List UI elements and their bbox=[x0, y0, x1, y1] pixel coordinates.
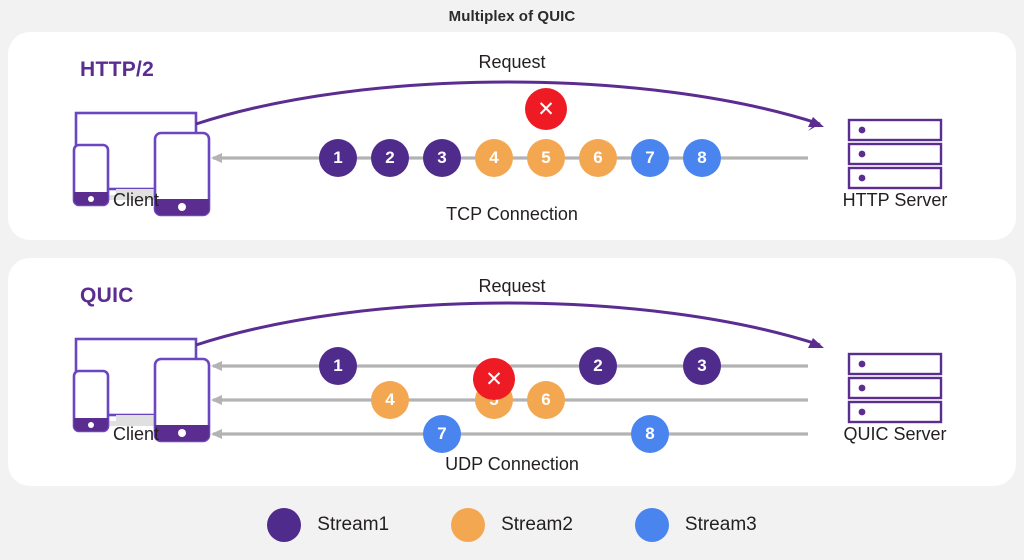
client-icon-quic bbox=[72, 337, 211, 443]
panel-quic: QUIC bbox=[8, 258, 1016, 486]
packet-8[interactable]: 8 bbox=[683, 139, 721, 177]
packet-3[interactable]: 3 bbox=[423, 139, 461, 177]
page-title: Multiplex of QUIC bbox=[448, 8, 576, 25]
server-icon-quic bbox=[847, 352, 943, 424]
packet-4[interactable]: 4 bbox=[475, 139, 513, 177]
panel-http2: HTTP/2 bbox=[8, 32, 1016, 240]
quic-packet-4[interactable]: 4 bbox=[371, 381, 409, 419]
blocked-icon-http2: ✕ bbox=[525, 88, 567, 130]
protocol-label-quic: QUIC bbox=[80, 284, 134, 307]
legend-dot-stream3 bbox=[634, 508, 669, 542]
quic-packet-1[interactable]: 1 bbox=[319, 347, 357, 385]
connection-label-http2: TCP Connection bbox=[446, 204, 578, 224]
legend-item-stream1: Stream1 bbox=[267, 508, 389, 542]
request-label-quic: Request bbox=[478, 276, 546, 296]
blocked-icon-quic: ✕ bbox=[473, 358, 515, 400]
packet-7[interactable]: 7 bbox=[631, 139, 669, 177]
client-icon-http2 bbox=[72, 111, 211, 217]
legend-dot-stream1 bbox=[267, 508, 302, 542]
request-arc-http2 bbox=[195, 80, 824, 131]
legend-item-stream2: Stream2 bbox=[451, 508, 573, 542]
quic-packet-6[interactable]: 6 bbox=[527, 381, 565, 419]
request-arc-quic bbox=[195, 301, 824, 348]
legend-dot-stream2 bbox=[451, 508, 486, 542]
packet-6[interactable]: 6 bbox=[579, 139, 617, 177]
quic-packet-3[interactable]: 3 bbox=[683, 347, 721, 385]
server-label-http2: HTTP Server bbox=[842, 190, 948, 210]
server-label-quic: QUIC Server bbox=[843, 424, 947, 444]
quic-packet-7[interactable]: 7 bbox=[423, 415, 461, 453]
packet-2[interactable]: 2 bbox=[371, 139, 409, 177]
request-label-http2: Request bbox=[478, 52, 546, 72]
legend-item-stream3: Stream3 bbox=[634, 508, 757, 542]
client-label-quic: Client bbox=[112, 424, 160, 444]
legend-label-stream3: Stream3 bbox=[684, 514, 757, 535]
packet-5[interactable]: 5 bbox=[527, 139, 565, 177]
legend-label-stream1: Stream1 bbox=[317, 514, 390, 535]
packet-1[interactable]: 1 bbox=[319, 139, 357, 177]
legend-label-stream2: Stream2 bbox=[501, 514, 573, 535]
client-label-http2: Client bbox=[112, 190, 160, 210]
quic-packet-8[interactable]: 8 bbox=[631, 415, 669, 453]
protocol-label-http2: HTTP/2 bbox=[80, 58, 155, 81]
server-icon-http2 bbox=[847, 118, 943, 190]
quic-packet-2[interactable]: 2 bbox=[579, 347, 617, 385]
connection-label-quic: UDP Connection bbox=[445, 454, 579, 474]
legend: Stream1 Stream2 Stream3 bbox=[0, 508, 1024, 542]
